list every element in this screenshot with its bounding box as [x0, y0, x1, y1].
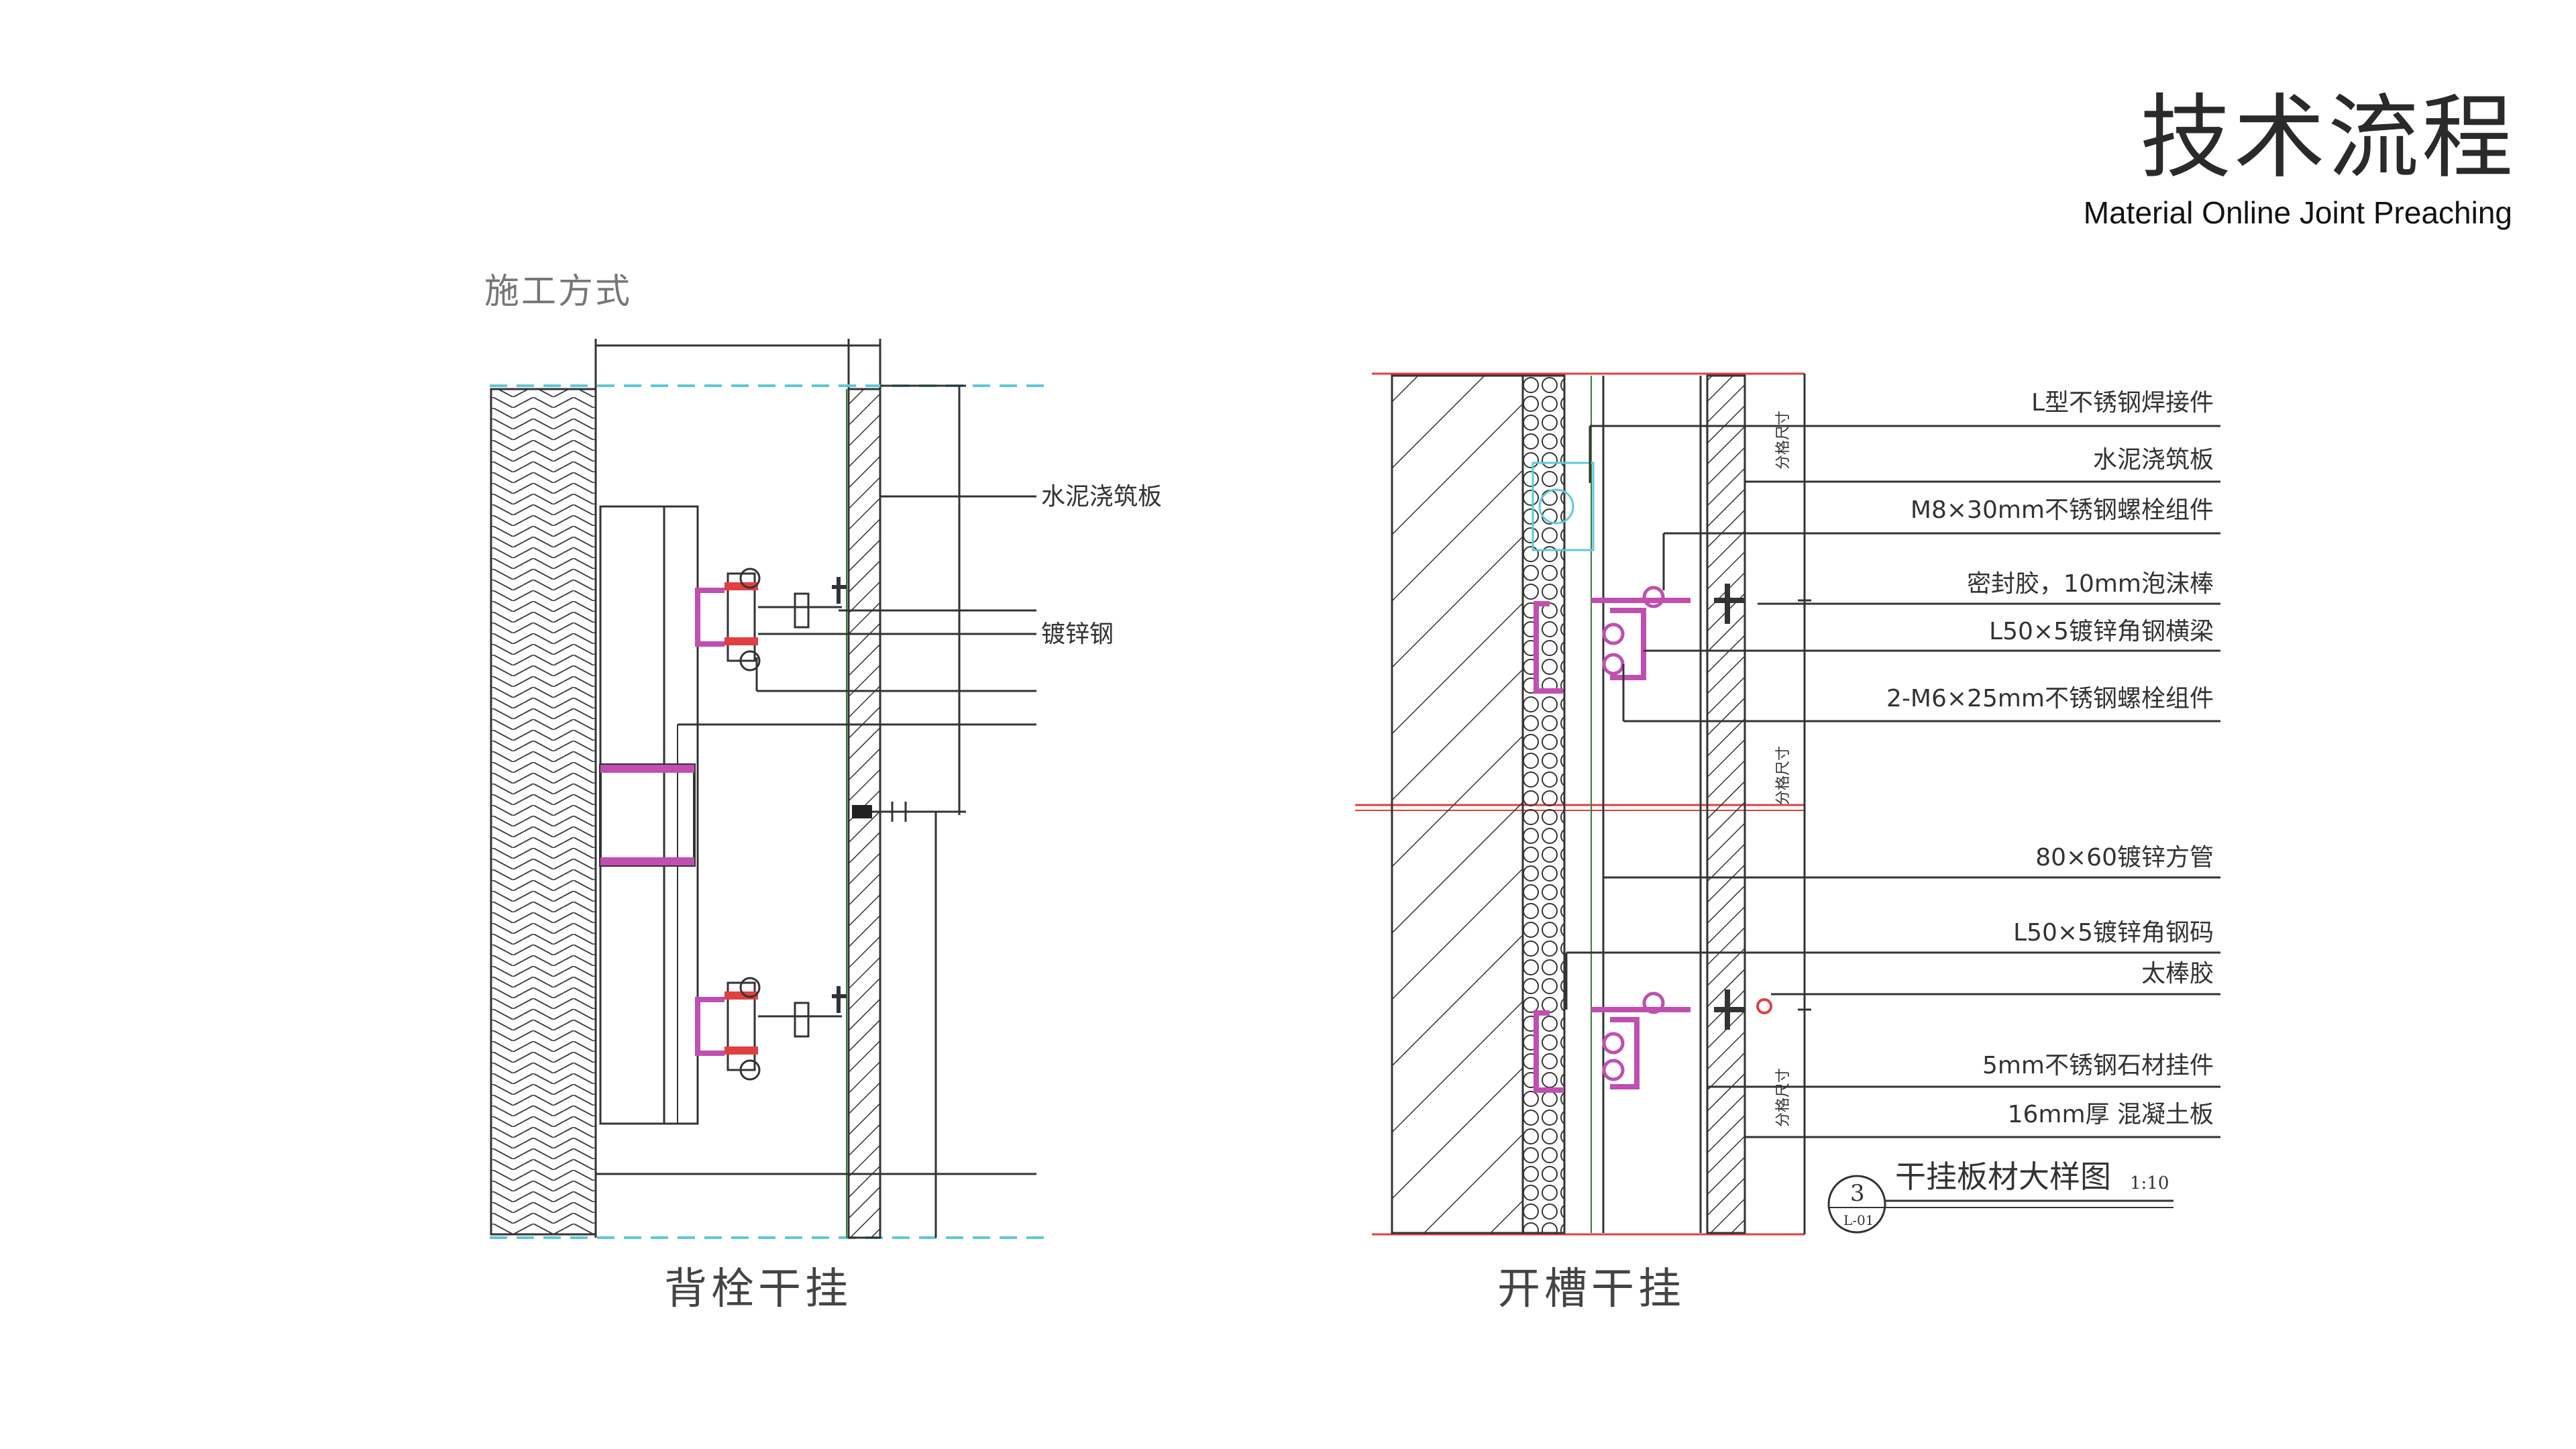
- right-label-6: 80×60镀锌方管: [2035, 844, 2214, 871]
- right-label-4: L50×5镀锌角钢横梁: [1989, 618, 2214, 645]
- right-bracket-upper: [1532, 462, 1744, 694]
- right-label-8: 太棒胶: [2141, 960, 2214, 987]
- detail-number: 3: [1850, 1180, 1865, 1207]
- right-label-5: 2-M6×25mm不锈钢螺栓组件: [1886, 685, 2214, 712]
- left-diagram: 水泥浇筑板 镀锌钢: [490, 339, 1162, 1239]
- left-label-galvanized-steel: 镀锌钢: [1041, 621, 1114, 648]
- left-bracket-upper: [695, 568, 847, 691]
- right-label-7: L50×5镀锌角钢码: [2013, 919, 2214, 947]
- right-label-10: 16mm厚 混凝土板: [2008, 1101, 2214, 1128]
- dim-text-middle: 分格尺寸: [1775, 746, 1792, 805]
- caption-slotted: 开槽干挂: [1497, 1265, 1685, 1314]
- right-label-0: L型不锈钢焊接件: [2031, 389, 2214, 417]
- detail-title: 干挂板材大样图: [1895, 1159, 2111, 1195]
- detail-callout: 3 L-01 干挂板材大样图 1:10: [1827, 1159, 2174, 1234]
- detail-sheet: L-01: [1843, 1212, 1874, 1228]
- right-label-2: M8×30mm不锈钢螺栓组件: [1911, 496, 2214, 524]
- left-label-cement-board: 水泥浇筑板: [1041, 483, 1162, 511]
- right-diagram: 分格尺寸 分格尺寸 分格尺寸 L型不锈钢焊接件 水泥浇筑板 M8×30mm不锈钢…: [1355, 372, 2220, 1236]
- right-label-1: 水泥浇筑板: [2093, 446, 2214, 474]
- section-label: 施工方式: [484, 272, 633, 312]
- detail-scale: 1:10: [2130, 1173, 2169, 1193]
- dim-text-upper: 分格尺寸: [1775, 411, 1792, 470]
- right-bracket-lower: [1534, 989, 1772, 1093]
- right-label-3: 密封胶，10mm泡沫棒: [1967, 570, 2214, 598]
- page-subtitle: Material Online Joint Preaching: [2083, 195, 2512, 230]
- dim-text-lower: 分格尺寸: [1775, 1068, 1792, 1127]
- caption-back-bolt: 背栓干挂: [664, 1265, 852, 1314]
- page-title: 技术流程: [2140, 85, 2516, 191]
- left-bracket-lower: [695, 977, 847, 1081]
- right-label-9: 5mm不锈钢石材挂件: [1982, 1052, 2214, 1079]
